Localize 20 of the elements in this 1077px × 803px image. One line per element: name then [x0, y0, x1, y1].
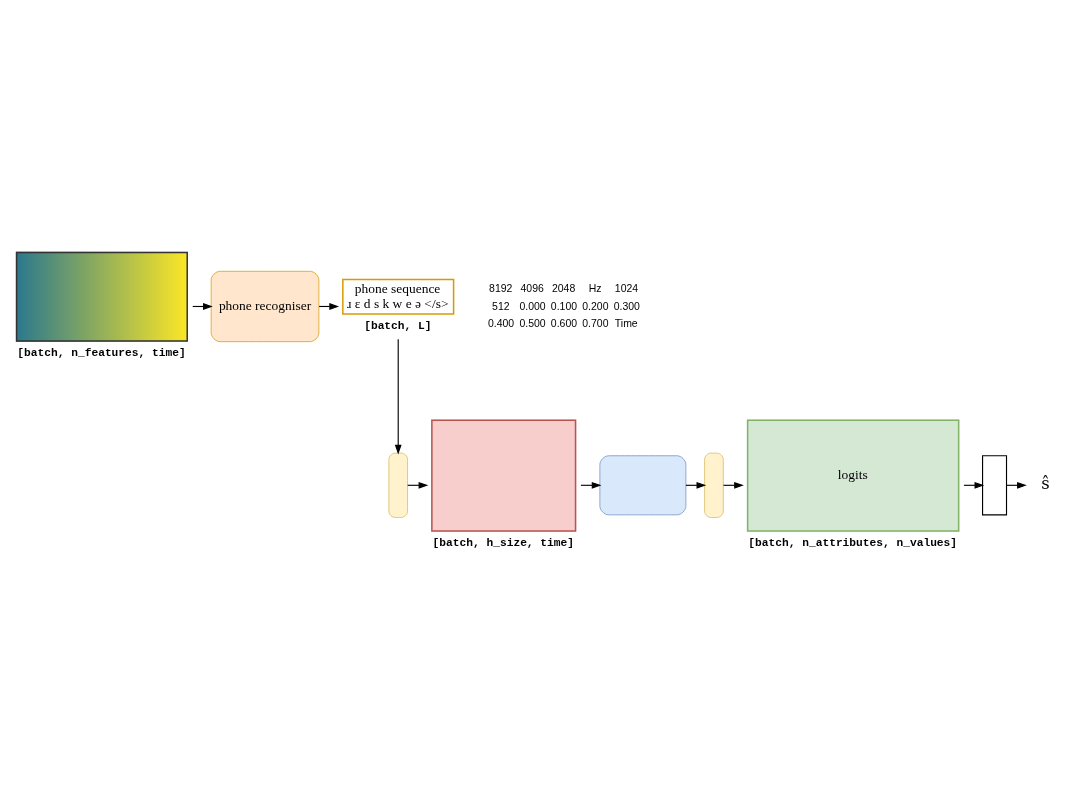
- label: 0.700: [582, 317, 609, 329]
- label: 0.100: [550, 300, 578, 312]
- label: 0.500: [519, 317, 546, 329]
- node-text: ŝ: [1041, 474, 1050, 494]
- label: 8192: [489, 283, 513, 295]
- label: Hz: [588, 283, 602, 295]
- node-label: [batch, n_features, time]: [17, 346, 186, 359]
- label: 0.600: [550, 317, 578, 329]
- label: 2048: [551, 283, 576, 295]
- node-label: [batch, n_attributes, n_values]: [748, 536, 958, 549]
- label: 4096: [520, 283, 544, 295]
- node-label: [batch, h_size, time]: [432, 536, 575, 549]
- label: 1024: [614, 283, 639, 295]
- label: 0.000: [519, 300, 546, 312]
- label: 0.400: [488, 317, 515, 329]
- label: 512: [492, 300, 510, 312]
- label: Time: [614, 317, 638, 329]
- label: 0.300: [613, 300, 640, 312]
- label: 0.200: [582, 300, 609, 312]
- node-label: [batch, L]: [364, 319, 432, 332]
